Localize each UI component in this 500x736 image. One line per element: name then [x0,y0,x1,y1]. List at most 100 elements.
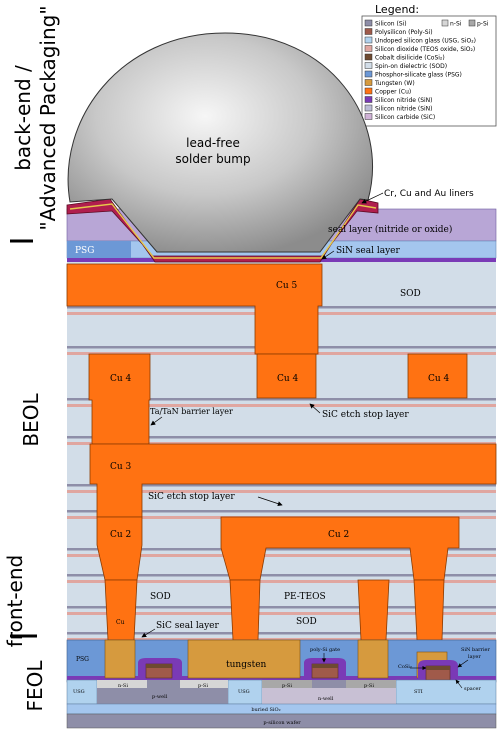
p-si-region-1 [180,680,228,688]
dielectric-stripe [67,490,496,493]
sic-seal-layer-label: SiC seal layer [156,621,219,631]
legend-doping-label: n-Si [450,21,462,28]
spacer-arrow [455,679,463,689]
cu1-via-far-right [413,579,445,641]
legend-item-label: Silicon dioxide (TEOS oxide, SiO₂) [375,46,475,53]
labels: lead-free solder bump Cr, Cu and Au line… [73,136,491,726]
dielectric-stripe [67,548,496,551]
legend-swatch [364,53,373,61]
dielectric-stripe [67,574,496,577]
sod-mid-label: SOD [150,592,171,602]
legend-swatch [364,70,373,78]
legend-title: Legend: [375,3,419,16]
pe-teos-label: PE-TEOS [284,592,326,602]
legend-swatch [364,104,373,112]
cu2-left-metal [96,516,143,581]
legend-doping-swatch [468,19,476,27]
legend-item-label: Phosphor-silicate glass (PSG) [375,72,462,79]
dielectric-stripe [67,398,496,401]
legend-swatch [364,87,373,95]
legend-item-label: Tungsten (W) [374,80,415,87]
legend-item-label: Spin-on dielectric (SOD) [375,63,447,70]
liners-arrow [361,192,384,204]
liners-label: Cr, Cu and Au liners [384,189,474,199]
dielectric-stripe [67,554,496,557]
cu5-label: Cu 5 [276,281,298,291]
psg-feol-label: PSG [76,656,89,663]
n-well-region [262,688,396,704]
p-si-region-2 [262,680,312,688]
legend-box [361,15,497,127]
dielectric-stripe [67,606,496,609]
front-end-label: front-end [3,555,27,647]
sin-barrier-label-2: layer [468,654,481,660]
legend-doping-swatch [441,19,449,27]
solder-bump-label-2: solder bump [175,152,250,166]
gate-mid [304,658,346,679]
seal-layer-label: seal layer (nitride or oxide) [328,224,452,235]
legend-item-label: Silicon carbide (SiC) [375,114,435,121]
gate-left [138,658,182,679]
cu1-via-right [357,579,390,641]
dielectric-stripe [67,510,496,513]
p-well-label: p-well [152,694,168,700]
buried-oxide [66,703,497,715]
p-si-region-3 [346,680,396,688]
tungsten-left [104,639,136,679]
gold-liner [69,203,377,259]
cu4-right-label: Cu 4 [428,374,450,384]
sin-barrier-label-1: SiN barrier [461,647,491,653]
dielectric-stripe [67,612,496,615]
gate-right [418,660,458,681]
legend-swatch [364,96,373,103]
n-si-1-label: n-Si [118,683,128,689]
barrier-label: Ta/TaN barrier layer [150,407,233,416]
dielectric-stripe [67,632,496,635]
sod-top-label: SOD [400,289,421,299]
cu3-label: Cu 3 [110,462,132,472]
feol-label: FEOL [23,660,47,712]
usg-mid-label: USG [238,689,250,695]
sti-label: STI [414,689,423,695]
sic-seal-arrow [141,628,156,638]
side-labels: back-end / "Advanced Packaging" BEOL fro… [3,5,60,711]
usg-left-region [66,679,98,705]
dielectric-stripe [67,638,496,641]
spacer-label: spacer [464,686,482,692]
sin-barrier-arrow [457,659,469,668]
legend-item-label: Silicon (Si) [375,21,407,28]
back-end-label: back-end / [11,65,35,171]
sic-etch-2-arrow [257,496,283,506]
cu4-mid-metal [256,353,317,399]
legend-swatch [364,45,373,52]
legend-item-label: Cobalt disilicide (CoSi₂) [375,55,445,62]
p-silicon-wafer-label: p-silicon wafer [263,720,301,726]
n-well-label: n-well [318,696,334,702]
cu1-label: Cu [116,619,125,626]
dielectric-stripe [67,580,496,583]
bump-sphere [67,32,373,253]
cu2-right-label: Cu 2 [328,530,349,540]
tungsten-mid [357,639,389,679]
p-silicon-wafer [66,713,497,729]
cosi2-label: CoSi₂ [398,664,412,670]
legend-swatch [364,28,373,35]
dielectric-stripe [67,404,496,407]
legend-swatch [364,62,373,69]
solder-bump-label-1: lead-free [186,136,240,150]
legend-doping-label: p-Si [477,21,489,28]
cu4-mid-label: Cu 4 [277,374,299,384]
cu1-via-left [104,579,138,641]
n-si-region [97,680,147,688]
barrier-arrow [150,416,163,426]
usg-left-label: USG [73,689,85,695]
cu2-left-label: Cu 2 [110,530,131,540]
sic-etch-1-arrow [309,403,321,414]
legend-swatch [364,19,373,27]
p-si-3-label: p-Si [364,683,374,689]
sic-etch-stop-1-label: SiC etch stop layer [322,410,409,420]
legend-swatch [364,113,373,120]
legend-swatch [364,36,373,44]
sti-region [395,679,497,705]
